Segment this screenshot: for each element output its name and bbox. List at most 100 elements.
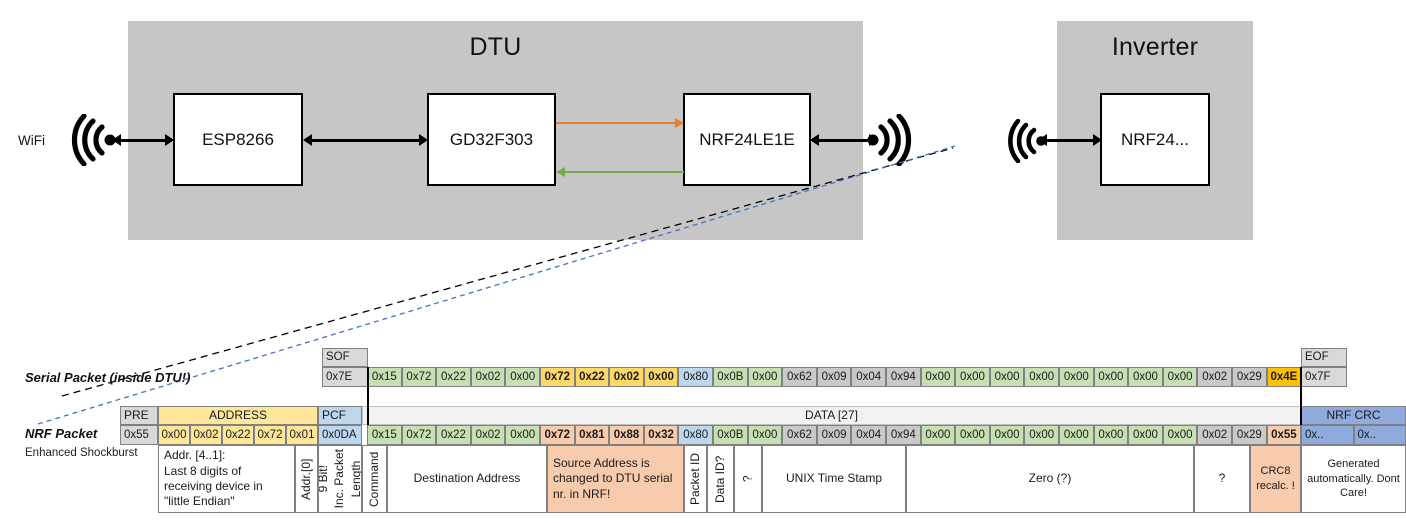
serial-sof-header: SOF [322,348,368,367]
table-connector-right [1300,367,1302,425]
nrf-byte-20: 0x00 [1059,425,1094,445]
nrf-packet-row-sublabel: Enhanced Shockburst [25,447,138,459]
serial-byte-16: 0x00 [920,367,956,387]
nrf-pre-value: 0x55 [120,425,158,445]
nrf-byte-25: 0x29 [1232,425,1267,445]
nrf-byte-0: 0x15 [367,425,402,445]
nrf-group-pcf: PCF [318,406,362,425]
nrf-address-byte-3: 0x72 [254,425,286,445]
nrf-byte-4: 0x00 [505,425,540,445]
nrf-byte-8: 0x32 [643,425,679,445]
serial-byte-25: 0x29 [1232,367,1267,387]
serial-eof-value: 0x7F [1301,367,1347,387]
nrf-group-address: ADDRESS [158,406,318,425]
serial-byte-2: 0x22 [436,367,471,387]
chip-gd32f303-label: GD32F303 [449,129,534,149]
nrf-byte-10: 0x0B [713,425,748,445]
nrf-address-byte-4: 0x01 [286,425,318,445]
serial-byte-3: 0x02 [470,367,506,387]
nrf-crc-byte-1: 0x.. [1353,425,1406,445]
arrow-esp-to-gd32 [303,134,428,146]
nrf-byte-23: 0x00 [1162,425,1198,445]
serial-byte-22: 0x00 [1128,367,1163,387]
chip-esp8266-label: ESP8266 [202,129,274,149]
nrf-byte-26: 0x55 [1266,425,1302,445]
wifi-label: WiFi [18,133,45,148]
arrow-command-orange [556,118,684,128]
nrf-byte-18: 0x00 [989,425,1025,445]
annotation-command: Command [362,445,387,513]
serial-byte-12: 0x62 [782,367,817,387]
annotation-address-text: Addr. [4..1]: Last 8 digits of receiving… [164,448,263,509]
nrf-byte-19: 0x00 [1024,425,1059,445]
nrf-byte-15: 0x94 [886,425,921,445]
table-connector-left [367,367,369,425]
nrf-byte-13: 0x09 [816,425,852,445]
nrf-byte-1: 0x72 [401,425,437,445]
serial-byte-19: 0x00 [1024,367,1059,387]
serial-byte-23: 0x00 [1162,367,1198,387]
nrf-address-byte-1: 0x02 [190,425,222,445]
annotation-destination-address: Destination Address [387,445,547,513]
nrf-group-data: DATA [27] [362,406,1301,425]
nrf-byte-24: 0x02 [1197,425,1232,445]
nrf-address-byte-0: 0x00 [158,425,190,445]
annotation-nrf-crc: Generated automatically. Dont Care! [1301,445,1406,513]
nrf-byte-22: 0x00 [1128,425,1163,445]
annotation-source-address: Source Address is changed to DTU serial … [547,445,684,513]
serial-byte-4: 0x00 [505,367,540,387]
annotation-pcf: 9 Bit! Inc. Packet Length [318,445,362,513]
nrf-byte-3: 0x02 [470,425,506,445]
nrf-byte-5: 0x72 [540,425,575,445]
serial-byte-20: 0x00 [1059,367,1094,387]
dtu-title: DTU [469,33,522,61]
nrf-address-byte-2: 0x22 [222,425,254,445]
annotation-data-id: Data ID? [707,445,734,513]
serial-byte-21: 0x00 [1093,367,1129,387]
arrow-antenna-to-nrf24 [1038,134,1102,146]
inverter-title: Inverter [1111,33,1199,61]
serial-eof-header: EOF [1301,348,1347,367]
nrf-group-pre: PRE [120,406,158,425]
nrf-byte-11: 0x00 [747,425,783,445]
annotation-unknown-2: ? [1194,445,1250,513]
serial-byte-6: 0x22 [574,367,610,387]
serial-byte-0: 0x15 [367,367,402,387]
serial-packet-row-label: Serial Packet (inside DTU!) [25,370,191,385]
annotation-pcf-line1: 9 Bit! [318,465,330,493]
serial-byte-13: 0x09 [816,367,852,387]
annotation-unknown-1: ? [734,445,762,513]
serial-byte-9: 0x80 [678,367,713,387]
serial-byte-24: 0x02 [1197,367,1232,387]
nrf-byte-2: 0x22 [436,425,471,445]
annotation-packet-id: Packet ID [684,445,707,513]
annotation-pcf-line2: Inc. Packet [332,449,347,509]
nrf-byte-7: 0x88 [609,425,644,445]
serial-byte-5: 0x72 [540,367,575,387]
serial-byte-15: 0x94 [886,367,921,387]
chip-nrf24le1e-label: NRF24LE1E [699,129,795,149]
serial-byte-1: 0x72 [401,367,437,387]
serial-byte-14: 0x04 [851,367,886,387]
nrf-pcf-value: 0x0DA [318,425,362,445]
annotation-crc8: CRC8 recalc. ! [1250,445,1301,513]
nrf-byte-16: 0x00 [920,425,956,445]
arrow-nrf-to-antenna [810,134,878,146]
serial-byte-18: 0x00 [989,367,1025,387]
nrf-byte-9: 0x80 [678,425,713,445]
nrf-packet-row-label: NRF Packet [25,426,98,441]
inverter-enclosure: Inverter [1057,21,1253,240]
nrf-byte-14: 0x04 [851,425,886,445]
serial-sof-value: 0x7E [322,367,368,387]
annotation-addr0: Addr.[0] [295,445,318,513]
nrf-crc-byte-0: 0x.. [1301,425,1354,445]
serial-byte-26: 0x4E [1266,367,1302,387]
annotation-zero: Zero (?) [906,445,1194,513]
chip-nrf24-inverter: NRF24... [1100,93,1210,186]
serial-byte-17: 0x00 [955,367,990,387]
serial-byte-11: 0x00 [747,367,783,387]
nrf-byte-12: 0x62 [782,425,817,445]
nrf-group-crc: NRF CRC [1301,406,1406,425]
annotation-address: Addr. [4..1]: Last 8 digits of receiving… [158,445,295,513]
